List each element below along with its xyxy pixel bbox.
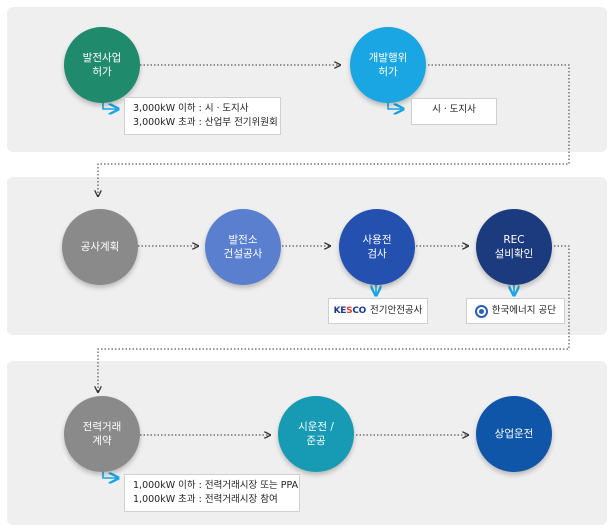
step-label-line: 상업운전 [494,428,534,440]
step-label-line: 개발행위 [368,52,408,64]
step-power-trade-contract: 전력거래 계약 [64,396,140,472]
note-arrow-contract [102,470,118,478]
note-line: 1,000kW 초과 : 전력거래시장 참여 [133,494,278,505]
note-line: 3,000kW 이하 : 시ㆍ도지사 [133,103,249,114]
step-label-line: 전력거래 [82,421,122,433]
step-label-line: 건설공사 [223,248,263,260]
permit-authority-note: 3,000kW 이하 : 시ㆍ도지사 3,000kW 초과 : 산업부 전기위원… [124,97,281,135]
kesco-org-box: KESCO 전기안전공사 [328,298,428,324]
note-line: 3,000kW 초과 : 산업부 전기위원회 [133,117,278,128]
step-label-line: 계약 [92,435,112,447]
step-trial-run-completion: 시운전 / 준공 [278,396,354,472]
step-label-line: 시운전 / [298,421,334,433]
step-commercial-operation: 상업운전 [476,396,552,472]
org-name: 전기안전공사 [369,305,423,316]
step-label-line: 검사 [367,248,387,260]
step-construction-plan: 공사계획 [62,209,138,285]
power-trade-note: 1,000kW 이하 : 전력거래시장 또는 PPA 1,000kW 초과 : … [124,474,300,512]
connector-stage1-to-stage2 [98,64,570,196]
step-label-line: 사용전 [362,234,392,246]
note-line: 1,000kW 이하 : 전력거래시장 또는 PPA [133,480,299,491]
step-label-line: 허가 [378,66,398,78]
step-plant-construction: 발전소 건설공사 [205,209,281,285]
step-label-line: 설비확인 [494,248,534,260]
step-development-permit: 개발행위 허가 [350,27,426,103]
step-label-line: 발전사업 [82,52,122,64]
kea-logo-icon [475,304,488,318]
step-power-generation-permit: 발전사업 허가 [64,27,140,103]
note-line: 시ㆍ도지사 [432,104,476,115]
org-name: 한국에너지 공단 [491,305,556,316]
note-arrow-development [387,101,403,109]
step-label-line: REC [503,234,525,246]
step-rec-facility-check: REC 설비확인 [476,209,552,285]
kesco-logo: KESCO [333,306,367,316]
step-label-line: 발전소 [228,234,258,246]
step-label-line: 준공 [306,435,326,447]
development-authority-note: 시ㆍ도지사 [411,98,497,125]
connector-stage2-to-stage3 [98,245,570,392]
step-label-line: 허가 [92,66,112,78]
kea-org-box: 한국에너지 공단 [466,298,565,324]
step-label-line: 공사계획 [80,241,120,253]
step-pre-use-inspection: 사용전 검사 [339,209,415,285]
note-arrow-permit [102,101,118,109]
